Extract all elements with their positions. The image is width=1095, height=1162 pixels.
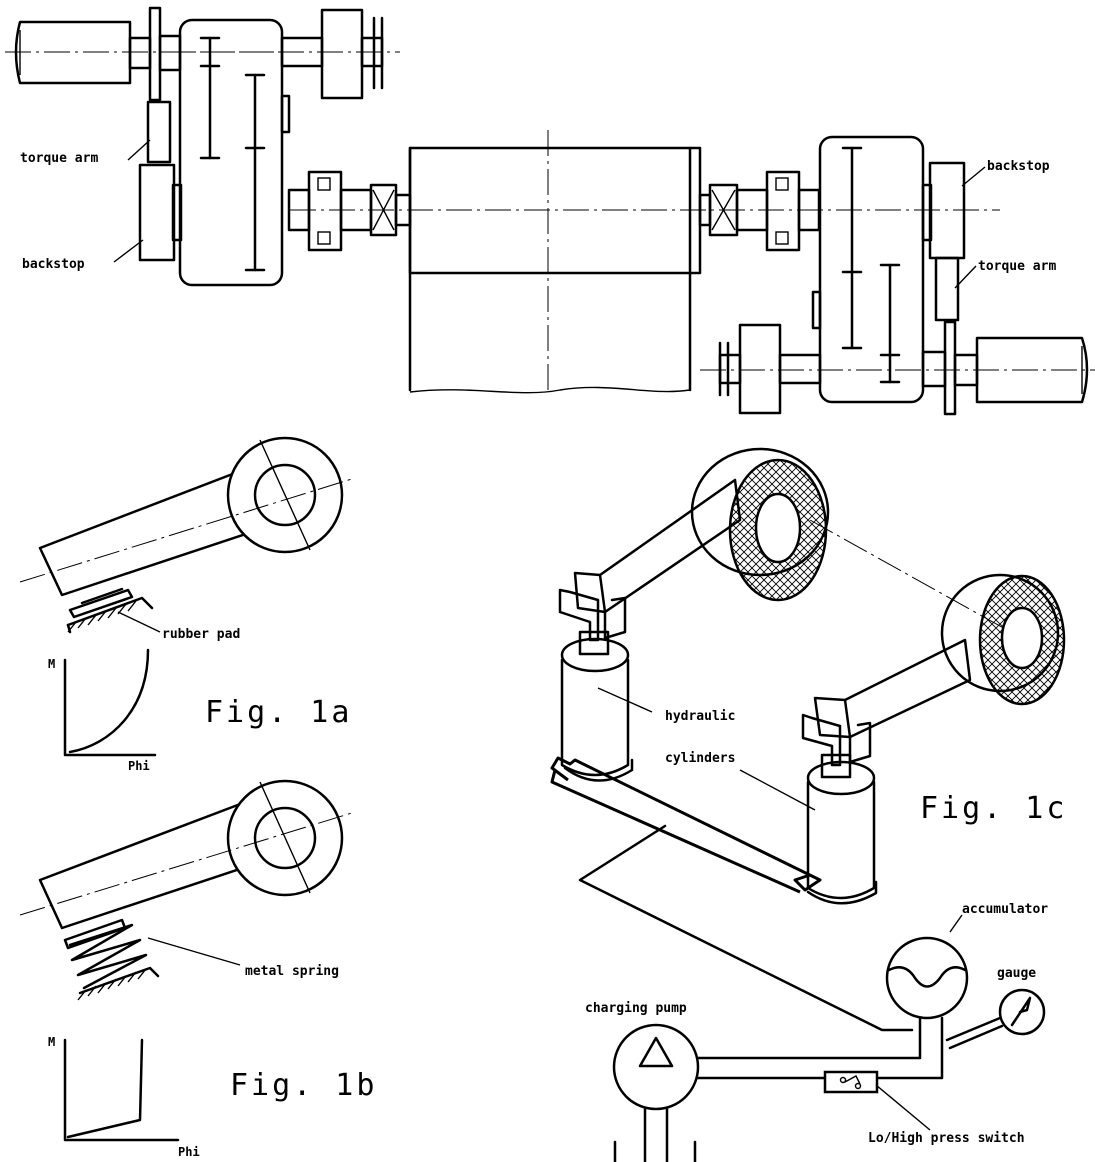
connecting-pipe-lower xyxy=(550,769,801,894)
leader-backstop-right xyxy=(961,166,986,187)
label-backstop-right: backstop xyxy=(987,159,1050,174)
label-torque-arm-left: torque arm xyxy=(20,151,98,166)
left-backstop xyxy=(138,163,176,262)
leader-backstop-left xyxy=(113,239,144,263)
label-rubber-pad: rubber pad xyxy=(162,627,240,642)
label-backstop-left: backstop xyxy=(22,257,85,272)
right-torque-arm xyxy=(934,256,960,322)
axis-1a-y: M xyxy=(48,657,55,671)
label-accumulator: accumulator xyxy=(962,902,1048,917)
fig-1c-title: Fig. 1c xyxy=(920,791,1067,826)
label-torque-arm-right: torque arm xyxy=(978,259,1056,274)
fig-1b-title: Fig. 1b xyxy=(230,1068,377,1103)
label-gauge: gauge xyxy=(997,966,1036,981)
pressure-switch xyxy=(823,1070,931,1131)
torque-arm-1a xyxy=(19,436,356,597)
label-charging-pump: charging pump xyxy=(585,1001,687,1016)
charging-pump xyxy=(612,1023,700,1162)
feed-line xyxy=(578,824,914,1032)
leader-hydraulic-lower xyxy=(739,769,816,811)
fig-1b: metal spring M Phi Fig. 1b xyxy=(19,779,377,1159)
left-torque-arm xyxy=(146,100,172,164)
label-press-switch: Lo/High press switch xyxy=(868,1131,1025,1146)
fig-1c: hydraulic cylinders Fig. 1c xyxy=(550,447,1067,1032)
upper-hydraulic-cylinder xyxy=(558,588,634,782)
axis-1a-x: Phi xyxy=(128,759,150,773)
right-gearbox xyxy=(811,135,933,404)
conveyor-pulley xyxy=(290,130,1000,395)
pipe-pump-accumulator-lower xyxy=(696,1016,944,1080)
metal-spring xyxy=(63,918,241,1001)
left-brake xyxy=(280,8,384,100)
graph-1a: M Phi xyxy=(48,648,157,773)
left-shaft-train xyxy=(287,170,412,252)
fig-1a: rubber pad M Phi Fig. 1a xyxy=(19,436,356,773)
connecting-pipe xyxy=(550,756,822,892)
axis-1b-x: Phi xyxy=(178,1145,200,1159)
left-motor xyxy=(5,6,400,102)
upper-torque-arm xyxy=(573,447,1026,641)
pipe-pump-accumulator-upper xyxy=(696,1016,922,1060)
right-brake xyxy=(718,323,822,415)
label-cylinders: cylinders xyxy=(665,751,735,766)
torque-arm-1b xyxy=(19,779,356,930)
label-metal-spring: metal spring xyxy=(245,964,339,979)
hydraulic-circuit: accumulator gauge charging pump xyxy=(585,902,1048,1162)
right-shaft-train xyxy=(698,170,821,252)
leader-torque-arm-left xyxy=(127,139,151,161)
axis-1b-y: M xyxy=(48,1035,55,1049)
rubber-pad xyxy=(66,587,161,634)
accumulator xyxy=(885,914,969,1020)
gauge xyxy=(945,988,1046,1050)
leader-torque-arm-right xyxy=(954,265,977,289)
label-hydraulic: hydraulic xyxy=(665,709,735,724)
graph-1b: M Phi xyxy=(48,1035,200,1159)
right-motor xyxy=(700,320,1095,416)
lower-torque-arm xyxy=(813,573,1066,739)
leader-hydraulic-upper xyxy=(597,687,653,713)
fig-1a-title: Fig. 1a xyxy=(205,695,352,730)
left-gearbox xyxy=(170,18,295,287)
drive-arrangement: torque arm backstop backstop torque arm xyxy=(5,6,1095,416)
